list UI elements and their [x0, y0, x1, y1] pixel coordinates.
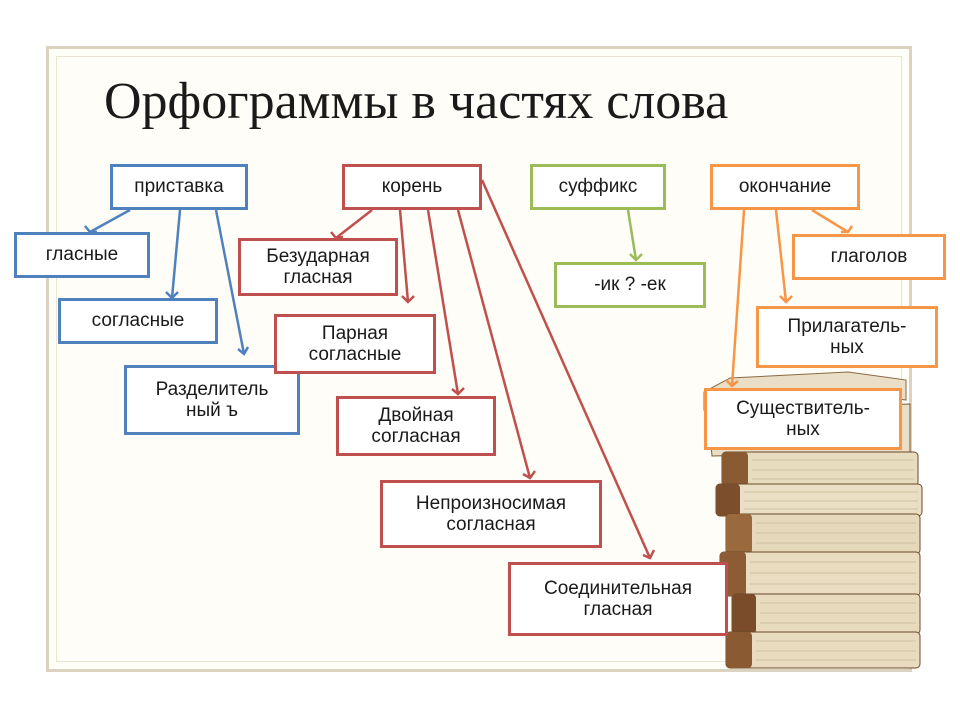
root-connecting-vowel-box: Соединительная гласная [508, 562, 728, 636]
arrow-root-unstressed-vowel [330, 209, 373, 240]
ending-nouns-box: Существитель- ных [704, 388, 902, 450]
arrow-root-paired-consonant [398, 209, 415, 304]
root-unpronounceable-consonant-box: Непроизносимая согласная [380, 480, 602, 548]
root-double-consonant-box: Двойная согласная [336, 396, 496, 456]
slide-title: Орфограммы в частях слова [104, 73, 729, 130]
arrow-prefix-consonants [165, 209, 182, 300]
ending-category-box: окончание [710, 164, 860, 210]
arrow-prefix-hard-sign [214, 209, 250, 356]
arrow-suffix-ik-ek [626, 209, 643, 262]
prefix-hard-sign-box: Разделитель ный ъ [124, 365, 300, 435]
ending-verbs-box: глаголов [792, 234, 946, 280]
book-stack-icon [703, 371, 923, 669]
arrow-ending-verbs [811, 208, 854, 234]
root-arrows [330, 179, 656, 560]
root-category-box: корень [342, 164, 482, 210]
arrow-root-connecting-vowel [480, 179, 656, 560]
suffix-ik-ek-box: -ик ? -ек [554, 262, 706, 308]
root-paired-consonant-box: Парная согласные [274, 314, 436, 374]
ending-arrows [725, 208, 854, 388]
suffix-category-box: суффикс [530, 164, 666, 210]
prefix-vowels-box: гласные [14, 232, 150, 278]
arrow-ending-adjectives [774, 209, 793, 304]
arrow-prefix-vowels [84, 208, 131, 234]
root-unstressed-vowel-box: Безударная гласная [238, 238, 398, 296]
prefix-category-box: приставка [110, 164, 248, 210]
prefix-consonants-box: согласные [58, 298, 218, 344]
arrow-ending-nouns [725, 209, 746, 388]
ending-adjectives-box: Прилагатель- ных [756, 306, 938, 368]
arrow-root-double-consonant [426, 209, 465, 396]
suffix-arrows [626, 209, 643, 262]
arrow-root-unpronounceable-consonant [456, 209, 537, 480]
